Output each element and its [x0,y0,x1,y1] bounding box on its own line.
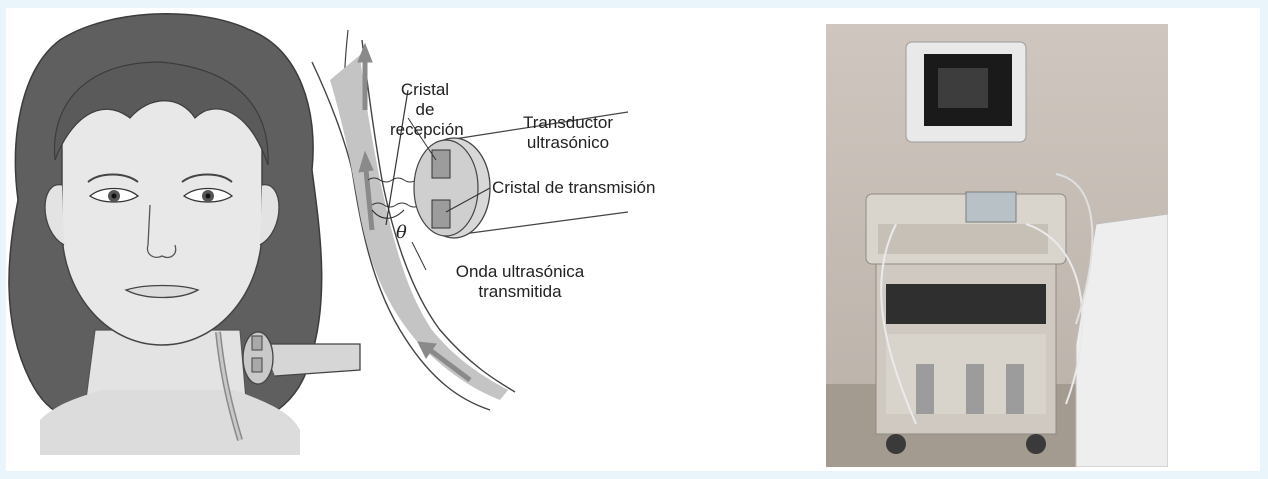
face [62,80,262,345]
label-transmitted-wave-text: Onda ultrasónica transmitida [420,262,620,302]
label-receiving-crystal-text: Cristal de recepción [390,80,460,140]
label-transducer: Transductor ultrasónico [508,113,628,153]
transmit-crystal [432,200,450,228]
label-transmitted-wave: Onda ultrasónica transmitida [420,262,620,302]
face-illustration-icon [9,14,360,455]
receive-crystal [432,150,450,178]
label-transmitting-crystal: Cristal de transmisión [492,178,655,198]
label-theta: θ [396,223,407,243]
label-transducer-text: Transductor ultrasónico [508,113,628,153]
photo-drawing [826,24,1168,467]
ultrasound-machine-photo-icon [826,24,1168,467]
label-receiving-crystal: Cristal de recepción [390,80,460,140]
